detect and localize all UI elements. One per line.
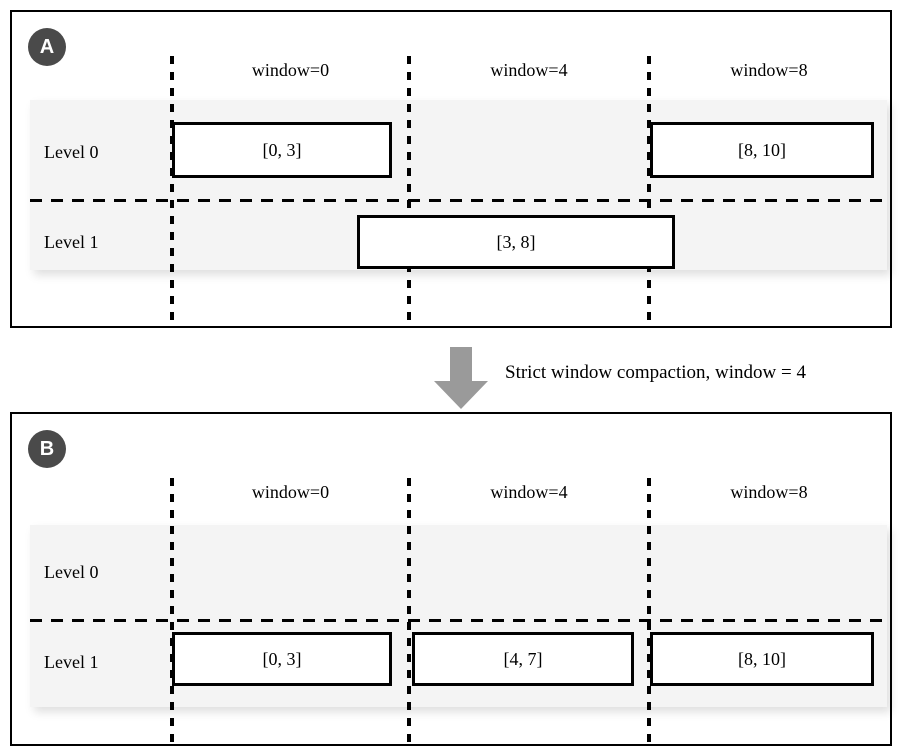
panel-b-level-1-box-2: [8, 10]: [650, 632, 874, 686]
panel-b: B window=0 window=4 window=8 Level 0 Lev…: [10, 412, 892, 746]
panel-a-window-divider-8: [647, 56, 651, 327]
panel-b-level-1-box-0: [0, 3]: [172, 632, 392, 686]
panel-a-level-1-box-0: [3, 8]: [357, 215, 675, 269]
interval-label: [8, 10]: [738, 139, 786, 160]
panel-b-window-divider-0: [170, 478, 174, 746]
interval-label: [4, 7]: [503, 648, 543, 669]
panel-a-header-window-8: window=8: [730, 60, 808, 80]
interval-label: [0, 3]: [262, 648, 302, 669]
down-arrow-icon: [434, 347, 488, 409]
panel-a-level-0-box-0: [0, 3]: [172, 122, 392, 178]
panel-b-level-1-label: Level 1: [44, 652, 99, 672]
interval-label: [8, 10]: [738, 648, 786, 669]
panel-b-header-window-8: window=8: [730, 482, 808, 502]
panel-a-header-window-4: window=4: [490, 60, 568, 80]
panel-b-level-separator: [30, 619, 887, 622]
panel-b-window-divider-8: [647, 478, 651, 746]
panel-a: A window=0 window=4 window=8 Level 0 Lev…: [10, 10, 892, 328]
panel-b-level-1-box-1: [4, 7]: [412, 632, 634, 686]
transition-caption: Strict window compaction, window = 4: [505, 362, 806, 383]
panel-b-window-divider-4: [407, 478, 411, 746]
panel-b-level-0-label: Level 0: [44, 562, 99, 582]
panel-a-level-separator: [30, 199, 887, 202]
panel-a-level-0-box-1: [8, 10]: [650, 122, 874, 178]
panel-a-badge: A: [28, 28, 66, 66]
panel-b-header-window-4: window=4: [490, 482, 568, 502]
panel-a-level-0-label: Level 0: [44, 142, 99, 162]
panel-a-window-divider-0: [170, 56, 174, 327]
panel-b-header-window-0: window=0: [251, 482, 330, 502]
panel-a-level-1-label: Level 1: [44, 232, 99, 252]
interval-label: [3, 8]: [496, 231, 536, 252]
panel-b-badge: B: [28, 430, 66, 468]
panel-a-header-window-0: window=0: [251, 60, 330, 80]
interval-label: [0, 3]: [262, 139, 302, 160]
panel-a-window-divider-4: [407, 56, 411, 327]
